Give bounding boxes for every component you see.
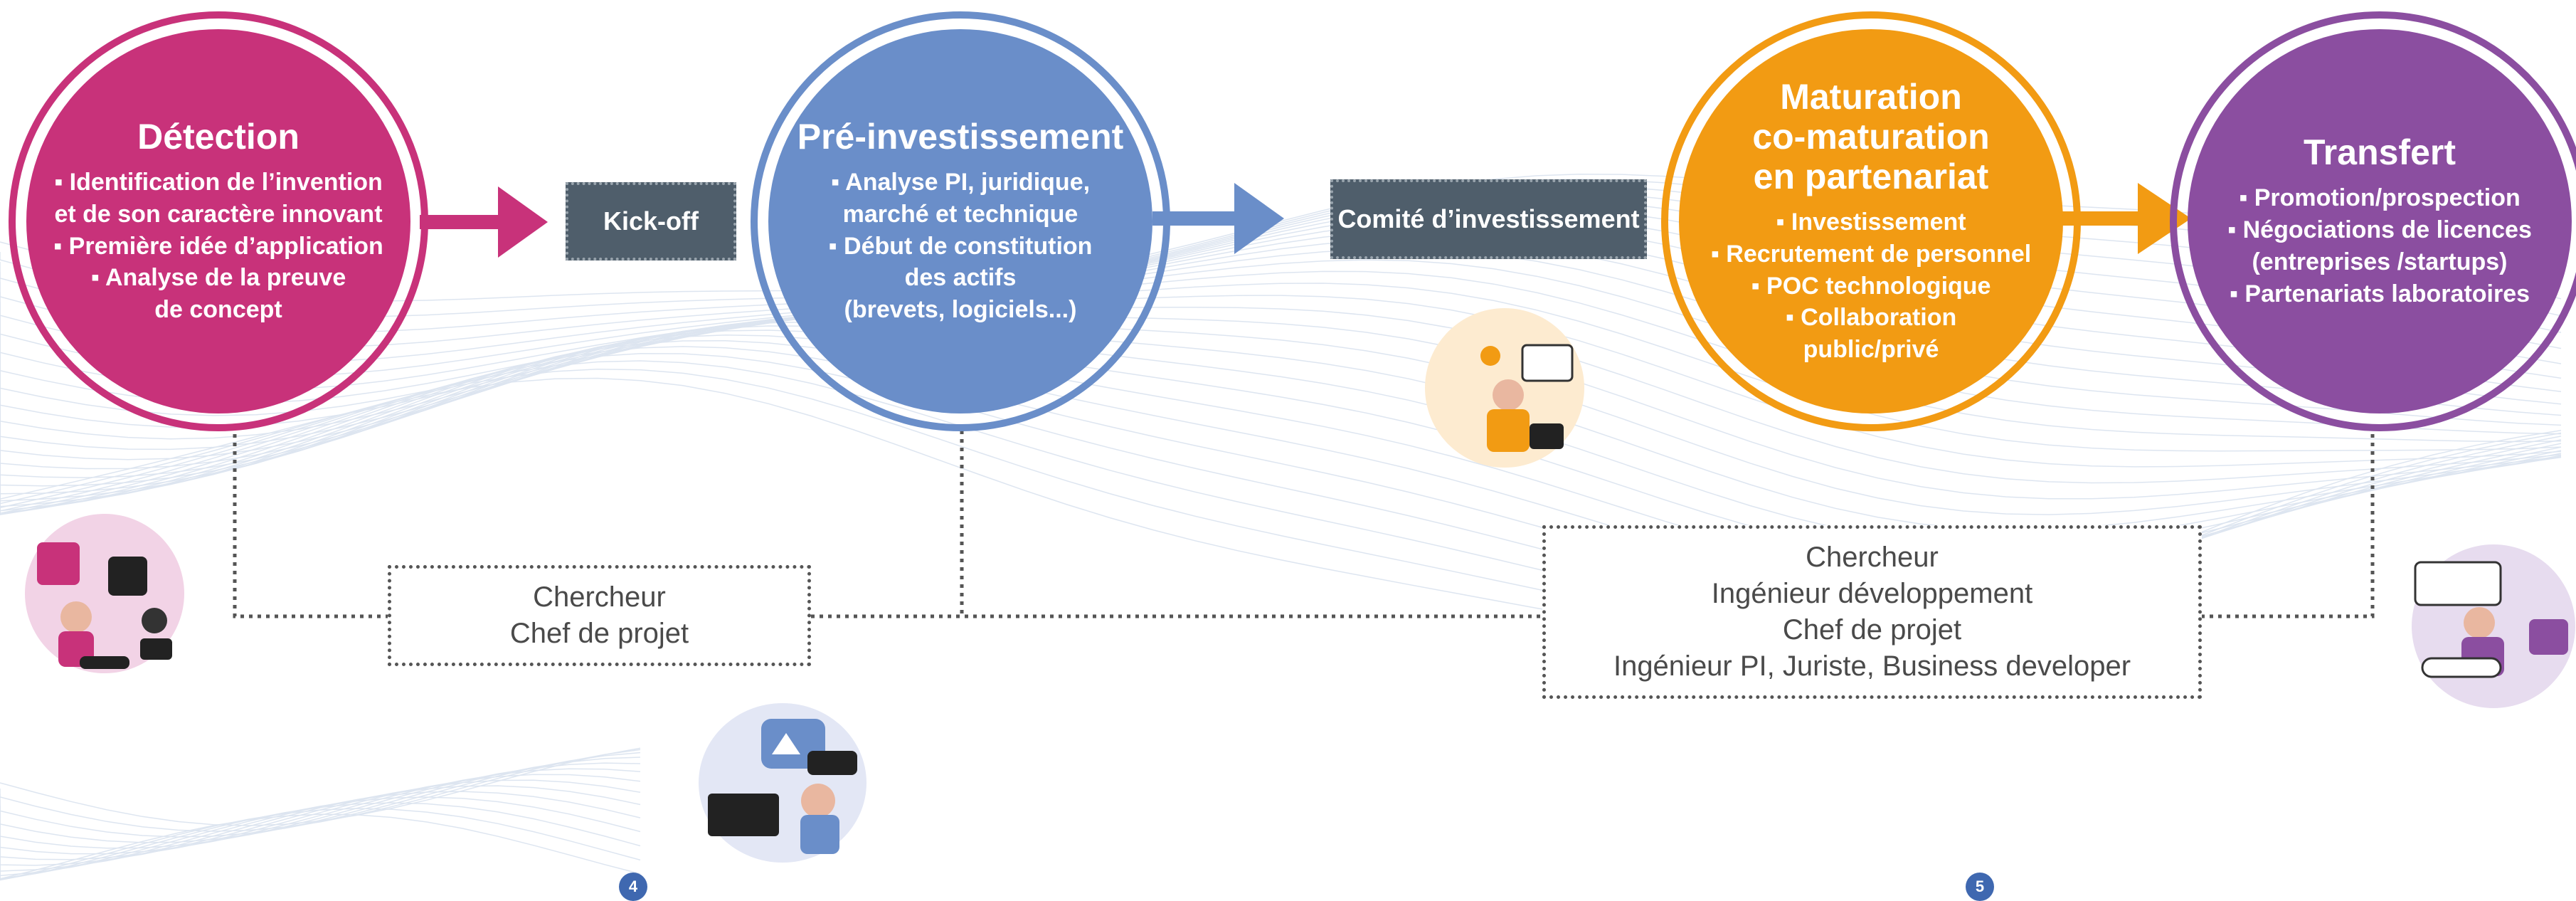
wave-line: [0, 317, 2562, 515]
wave-line: [0, 321, 2562, 531]
wave-line: [0, 774, 641, 860]
maturation-ring: [1661, 11, 2081, 431]
wave-line: [0, 295, 2562, 478]
wave-line: [0, 802, 641, 881]
stage-item: ▪ Début de constitution: [828, 232, 1093, 260]
roles-box-late: Chercheur Ingénieur développement Chef d…: [1542, 525, 2202, 699]
wave-line: [0, 808, 641, 881]
wave-line: [0, 749, 641, 832]
stage-item: (brevets, logiciels...): [844, 296, 1077, 324]
stage-item: ▪ Analyse PI, juridique,: [830, 168, 1091, 196]
dotted-line-transfert: [2202, 434, 2375, 618]
stage-item: et de son caractère innovant: [54, 200, 383, 228]
stage-title: Pré-investissement: [797, 116, 1124, 157]
stage-item: de concept: [154, 296, 282, 324]
stage-item: ▪ Identification de l’invention: [54, 168, 383, 196]
wave-line: [0, 313, 2562, 500]
stage-pre-investissement: Pré-investissement ▪ Analyse PI, juridiq…: [768, 29, 1152, 413]
stage-title: Détection: [137, 116, 300, 157]
role-line: Chef de projet: [1782, 614, 1962, 646]
roles-box-early: Chercheur Chef de projet: [388, 565, 811, 666]
stage-item: ▪ Investissement: [1776, 208, 1966, 236]
stage-title: Transfert: [2304, 132, 2456, 173]
puzzle-team-illustration: [25, 514, 184, 673]
gate-kick-off: Kick-off: [566, 182, 736, 260]
wave-line: [0, 283, 2562, 470]
stage-transfert: Transfert ▪ Promotion/prospection ▪ Négo…: [2188, 29, 2572, 413]
wave-line: [0, 762, 641, 849]
wave-line: [0, 270, 2562, 460]
stage-item: ▪ Collaboration: [1785, 304, 1957, 332]
wave-line: [0, 219, 2562, 404]
dotted-line-detection: [233, 434, 388, 618]
stage-title-line: co-maturation: [1752, 116, 1990, 157]
wave-line: [0, 796, 641, 880]
wave-line: [0, 779, 641, 866]
pre-invest-ring: [751, 11, 1170, 431]
role-line: Chercheur: [533, 581, 666, 613]
stage-detection: Détection ▪ Identification de l’inventio…: [26, 29, 410, 413]
stage-items: ▪ Identification de l’invention et de so…: [53, 167, 383, 326]
role-line: Chercheur: [1806, 541, 1939, 573]
stage-item: ▪ Analyse de la preuve: [90, 264, 346, 292]
arrow-pre-invest-head: [1234, 183, 1284, 254]
stage-item: marché et technique: [842, 200, 1078, 228]
wave-line: [0, 752, 641, 838]
role-line: Ingénieur PI, Juriste, Business develope…: [1613, 650, 2131, 683]
stage-item: ▪ POC technologique: [1751, 272, 1991, 300]
wave-line: [0, 204, 2562, 376]
wave-line: [0, 306, 2562, 487]
gate-comite-investissement: Comité d’investissement: [1330, 179, 1647, 259]
stage-item: ▪ Recrutement de personnel: [1710, 240, 2032, 268]
stage-title-line: en partenariat: [1753, 156, 1989, 196]
browser-user-illustration: [2412, 544, 2575, 708]
role-line: Chef de projet: [509, 618, 689, 649]
role-line: Ingénieur développement: [1711, 577, 2033, 609]
laptop-chat-illustration: [699, 703, 866, 863]
stage-item: ▪ Partenariats laboratoires: [2229, 280, 2530, 307]
wave-line: [0, 757, 641, 843]
wave-line: [0, 813, 641, 880]
wave-line: [0, 768, 641, 855]
stage-items: ▪ Promotion/prospection ▪ Négociations d…: [2227, 182, 2532, 310]
stage-item: (entreprises /startups): [2252, 248, 2508, 275]
arrow-maturation-head: [2138, 183, 2191, 254]
stage-title-line: Maturation: [1780, 76, 1962, 117]
wave-line: [0, 785, 641, 872]
transfert-ring: [2170, 11, 2576, 431]
wave-line: [0, 747, 641, 826]
wave-line: [0, 174, 2562, 302]
stage-item: des actifs: [904, 264, 1017, 292]
wave-line: [0, 248, 2562, 440]
stage-item: public/privé: [1803, 336, 1939, 364]
wave-line: [0, 791, 641, 877]
wave-line: [0, 228, 2562, 416]
stage-items: ▪ Investissement ▪ Recrutement de person…: [1711, 206, 2031, 366]
developer-idea-illustration: [1425, 308, 1584, 468]
stage-maturation: Maturation co-maturation en partenariat …: [1679, 29, 2063, 413]
stage-item: ▪ Négociations de licences: [2227, 216, 2532, 244]
wave-line: [0, 211, 2562, 391]
page-number-right: 5: [1966, 873, 1994, 901]
page-number-left: 4: [619, 873, 647, 901]
wave-line: [0, 259, 2562, 450]
stage-item: ▪ Première idée d’application: [53, 232, 383, 260]
stage-item: ▪ Promotion/prospection: [2239, 184, 2521, 212]
stage-items: ▪ Analyse PI, juridique, marché et techn…: [829, 167, 1093, 326]
arrow-detection-head: [498, 186, 548, 258]
wave-line: [0, 238, 2562, 428]
detection-ring: [9, 11, 428, 431]
